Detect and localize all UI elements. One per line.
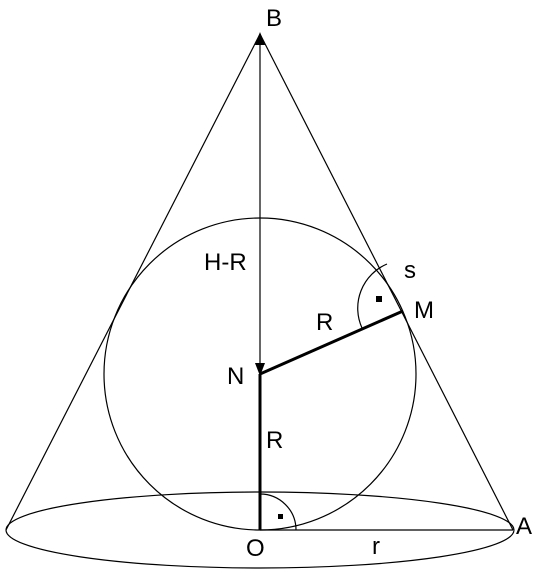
arrowhead-n <box>255 363 265 376</box>
label-r-nm: R <box>316 309 333 336</box>
right-angle-arc-m <box>357 263 388 329</box>
right-angle-arc-o <box>259 493 297 531</box>
label-r-on: R <box>266 427 283 454</box>
cone-side-left <box>5 33 261 531</box>
label-s: s <box>404 257 416 284</box>
label-a: A <box>516 513 532 540</box>
radius-n-to-m <box>259 309 404 376</box>
right-angle-dot-o <box>278 514 283 519</box>
label-b: B <box>266 5 282 32</box>
label-r-base: r <box>372 533 380 560</box>
label-m: M <box>414 297 434 324</box>
right-angle-dot-m <box>376 296 382 302</box>
label-h-minus-r: H-R <box>204 249 247 276</box>
label-o: O <box>246 535 265 562</box>
label-n: N <box>227 363 244 390</box>
arrowhead-b <box>255 32 265 45</box>
